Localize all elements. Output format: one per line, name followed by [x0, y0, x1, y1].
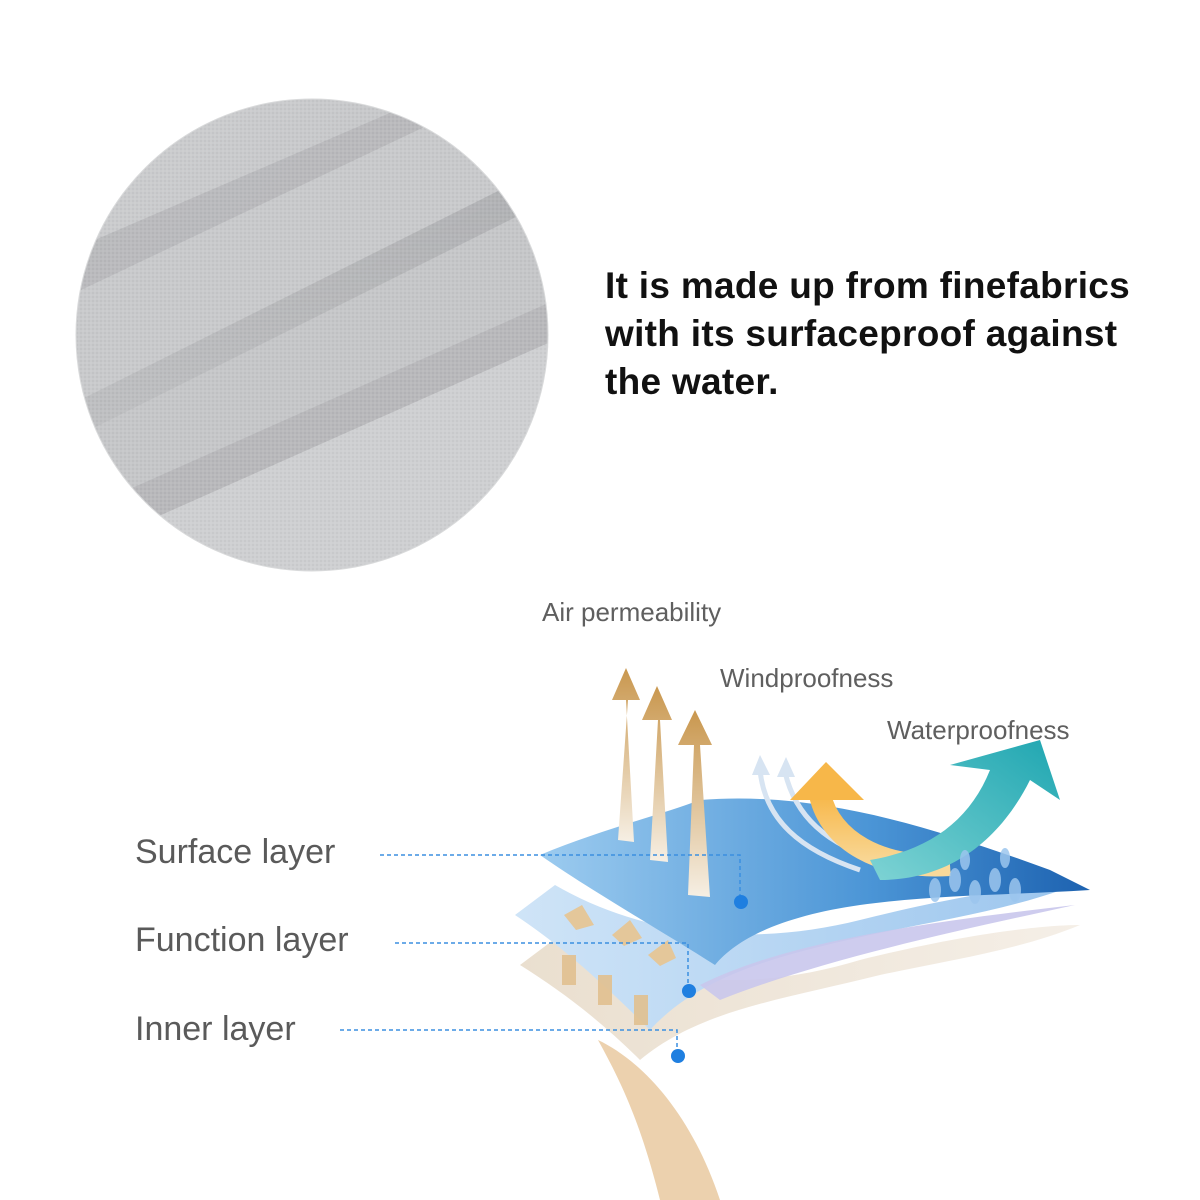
water-wave — [870, 740, 1060, 880]
function-layer-edge — [700, 905, 1075, 1000]
inner-layer-label: Inner layer — [135, 1010, 296, 1048]
windproofness-label: Windproofness — [720, 663, 894, 693]
waterproofness-label: Waterproofness — [887, 715, 1070, 745]
headline-line-1: It is made up from finefabrics — [605, 265, 1131, 306]
function-layer-marker — [682, 984, 696, 998]
inner-layer-shape — [520, 925, 1080, 1060]
leader-lines — [340, 854, 741, 1055]
air-permeability-label: Air permeability — [542, 597, 722, 627]
headline-line-3: the water. — [605, 361, 779, 402]
headline-text: It is made up from finefabrics with its … — [605, 262, 1175, 406]
surface-layer-marker — [734, 895, 748, 909]
water-drops — [929, 848, 1021, 904]
surface-layer-label: Surface layer — [135, 833, 336, 871]
inner-flow — [598, 1040, 720, 1200]
air-arrows — [562, 668, 712, 1025]
headline-line-2: with its surfaceproof against — [605, 313, 1118, 354]
function-layer-shape — [515, 885, 1075, 1030]
inner-layer-marker — [671, 1049, 685, 1063]
function-layer-label: Function layer — [135, 921, 349, 959]
